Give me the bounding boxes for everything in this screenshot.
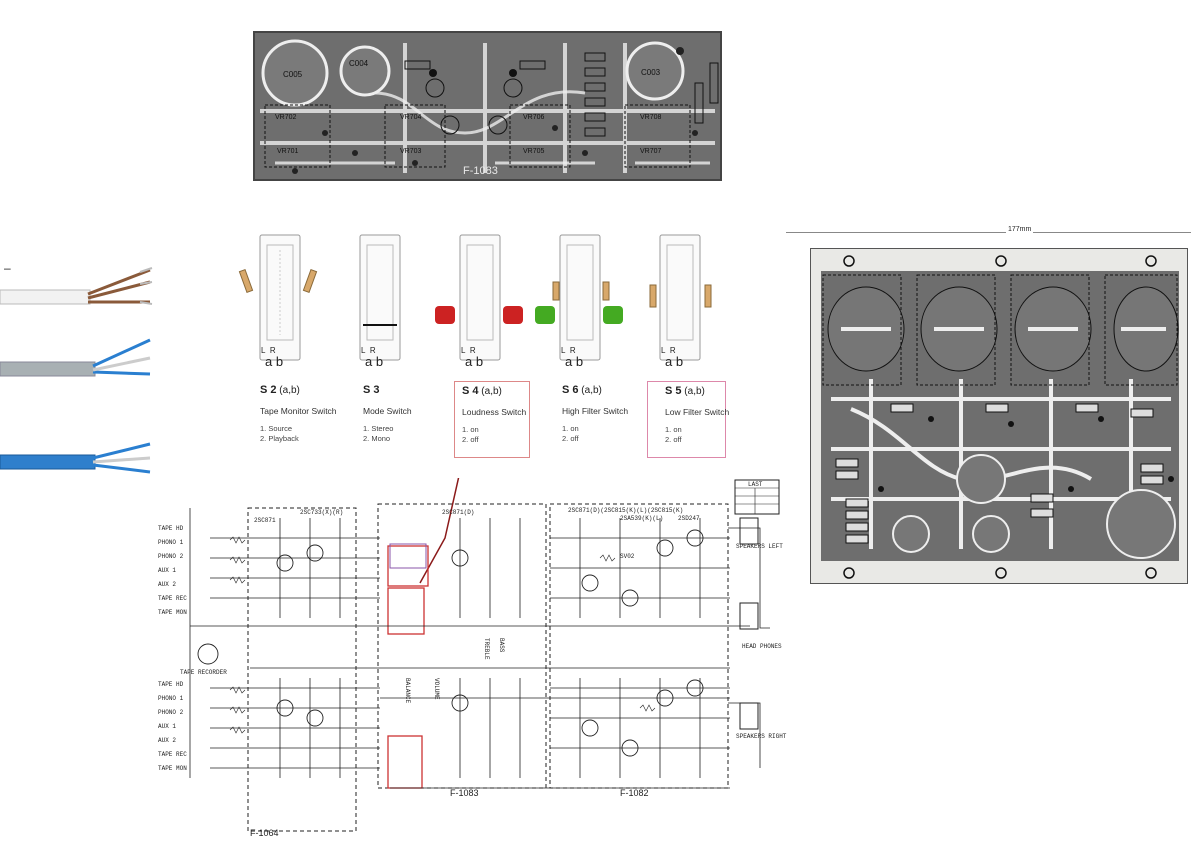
balance-label: BALANCE	[404, 678, 411, 704]
dimension-line: 177mm	[786, 226, 1191, 238]
volume-label: VOLUME	[433, 678, 440, 700]
in-bot-0: TAPE HD	[158, 681, 184, 688]
right-pcb-traces	[821, 255, 1179, 579]
in-top-4: AUX 2	[158, 581, 176, 588]
highlight-box-2	[387, 587, 425, 635]
in-bot-1: PHONO 1	[158, 695, 184, 702]
in-bot-3: AUX 1	[158, 723, 176, 730]
in-top-0: TAPE HD	[158, 525, 184, 532]
last-label: LAST	[748, 481, 763, 488]
svg-text:–: –	[4, 262, 11, 275]
boundary-f1064	[247, 507, 357, 832]
s3-ab: a b	[365, 354, 384, 369]
label-vr706: VR706	[523, 114, 545, 121]
in-top-1: PHONO 1	[158, 539, 184, 546]
switch-s2-body	[238, 234, 318, 361]
board-id-f1064: F-1064	[250, 828, 279, 838]
s5-poles: L R	[661, 346, 676, 355]
treble-label: TREBLE	[483, 638, 490, 660]
out-speakers-right: SPEAKERS RIGHT	[736, 733, 787, 740]
s6-poles: L R	[561, 346, 576, 355]
label-vr707: VR707	[640, 148, 662, 155]
switch-s4-body	[435, 234, 523, 361]
board-id-f1082: F-1082	[620, 788, 649, 798]
in-bot-6: TAPE MON	[158, 765, 187, 772]
tape-recorder-label: TAPE RECORDER	[180, 669, 227, 676]
highlight-box-4	[389, 543, 427, 569]
switch-s5-body	[649, 234, 712, 361]
s4-poles: L R	[461, 346, 476, 355]
s6-ab: a b	[565, 354, 584, 369]
top-pcb-label: F-1083	[463, 165, 498, 177]
switch-caption-s5: S 5 (a,b) Low Filter Switch 1. on 2. off	[647, 381, 729, 458]
label-vr708: VR708	[640, 114, 662, 121]
switch-caption-s2: S 2 (a,b) Tape Monitor Switch 1. Source …	[260, 384, 337, 443]
tr-label-2: 2SC871(D)	[442, 509, 474, 516]
s5-ab: a b	[665, 354, 684, 369]
tr-label-0: 2SC871	[254, 517, 276, 524]
in-bot-5: TAPE REC	[158, 751, 187, 758]
label-vr701: VR701	[277, 148, 299, 155]
out-speakers-left: SPEAKERS LEFT	[736, 543, 783, 550]
in-bot-2: PHONO 2	[158, 709, 184, 716]
tr-label-1: 2SC733(X)(R)	[300, 509, 343, 516]
s3-poles: L R	[361, 346, 376, 355]
cables-illustration: –	[0, 262, 153, 474]
in-top-3: AUX 1	[158, 567, 176, 574]
label-vr703: VR703	[400, 148, 422, 155]
highlight-box-1	[387, 545, 429, 587]
s2-poles: L R	[261, 346, 276, 355]
tr-label-5: 2SD247	[678, 515, 700, 522]
switch-s3-body	[359, 234, 401, 361]
switch-illustrations	[238, 234, 712, 361]
tr-label-3: 2SC871(D)(2SC815(K)(L)(2SC815(K)	[568, 507, 683, 514]
headphone-terminal	[739, 602, 759, 630]
right-pcb-board	[810, 248, 1188, 584]
in-top-6: TAPE MON	[158, 609, 187, 616]
label-c005: C005	[283, 70, 303, 79]
s4-ab: a b	[465, 354, 484, 369]
top-pcb-board: C005 C004 C003 VR702 VR701 VR704 VR703 V…	[253, 31, 722, 181]
switch-s6-body	[535, 234, 623, 361]
label-vr704: VR704	[400, 114, 422, 121]
highlight-box-3	[387, 735, 423, 789]
label-vr702: VR702	[275, 114, 297, 121]
label-vr705: VR705	[523, 148, 545, 155]
out-headphones: HEAD PHONES	[742, 643, 782, 650]
speaker-right-terminal	[739, 702, 759, 730]
schematic-diagram: TAPE HD PHONO 1 PHONO 2 AUX 1 AUX 2 TAPE…	[158, 478, 787, 838]
in-top-5: TAPE REC	[158, 595, 187, 602]
label-c003: C003	[641, 68, 661, 77]
boundary-f1082	[549, 503, 729, 789]
tr-label-6: SV02	[620, 553, 635, 560]
switch-caption-s6: S 6 (a,b) High Filter Switch 1. on 2. of…	[562, 384, 629, 443]
label-c004: C004	[349, 59, 369, 68]
top-pcb-traces: C005 C004 C003 VR702 VR701 VR704 VR703 V…	[255, 33, 720, 179]
last-table	[734, 479, 780, 515]
switch-caption-s3: S 3 Mode Switch 1. Stereo 2. Mono	[363, 384, 412, 443]
board-id-f1083: F-1083	[450, 788, 479, 798]
tr-label-4: 2SA539(K)(L)	[620, 515, 663, 522]
speaker-left-terminal	[739, 517, 759, 545]
switch-caption-s4: S 4 (a,b) Loudness Switch 1. on 2. off	[454, 381, 530, 458]
s2-ab: a b	[265, 354, 284, 369]
bass-label: BASS	[498, 638, 505, 653]
in-top-2: PHONO 2	[158, 553, 184, 560]
in-bot-4: AUX 2	[158, 737, 176, 744]
